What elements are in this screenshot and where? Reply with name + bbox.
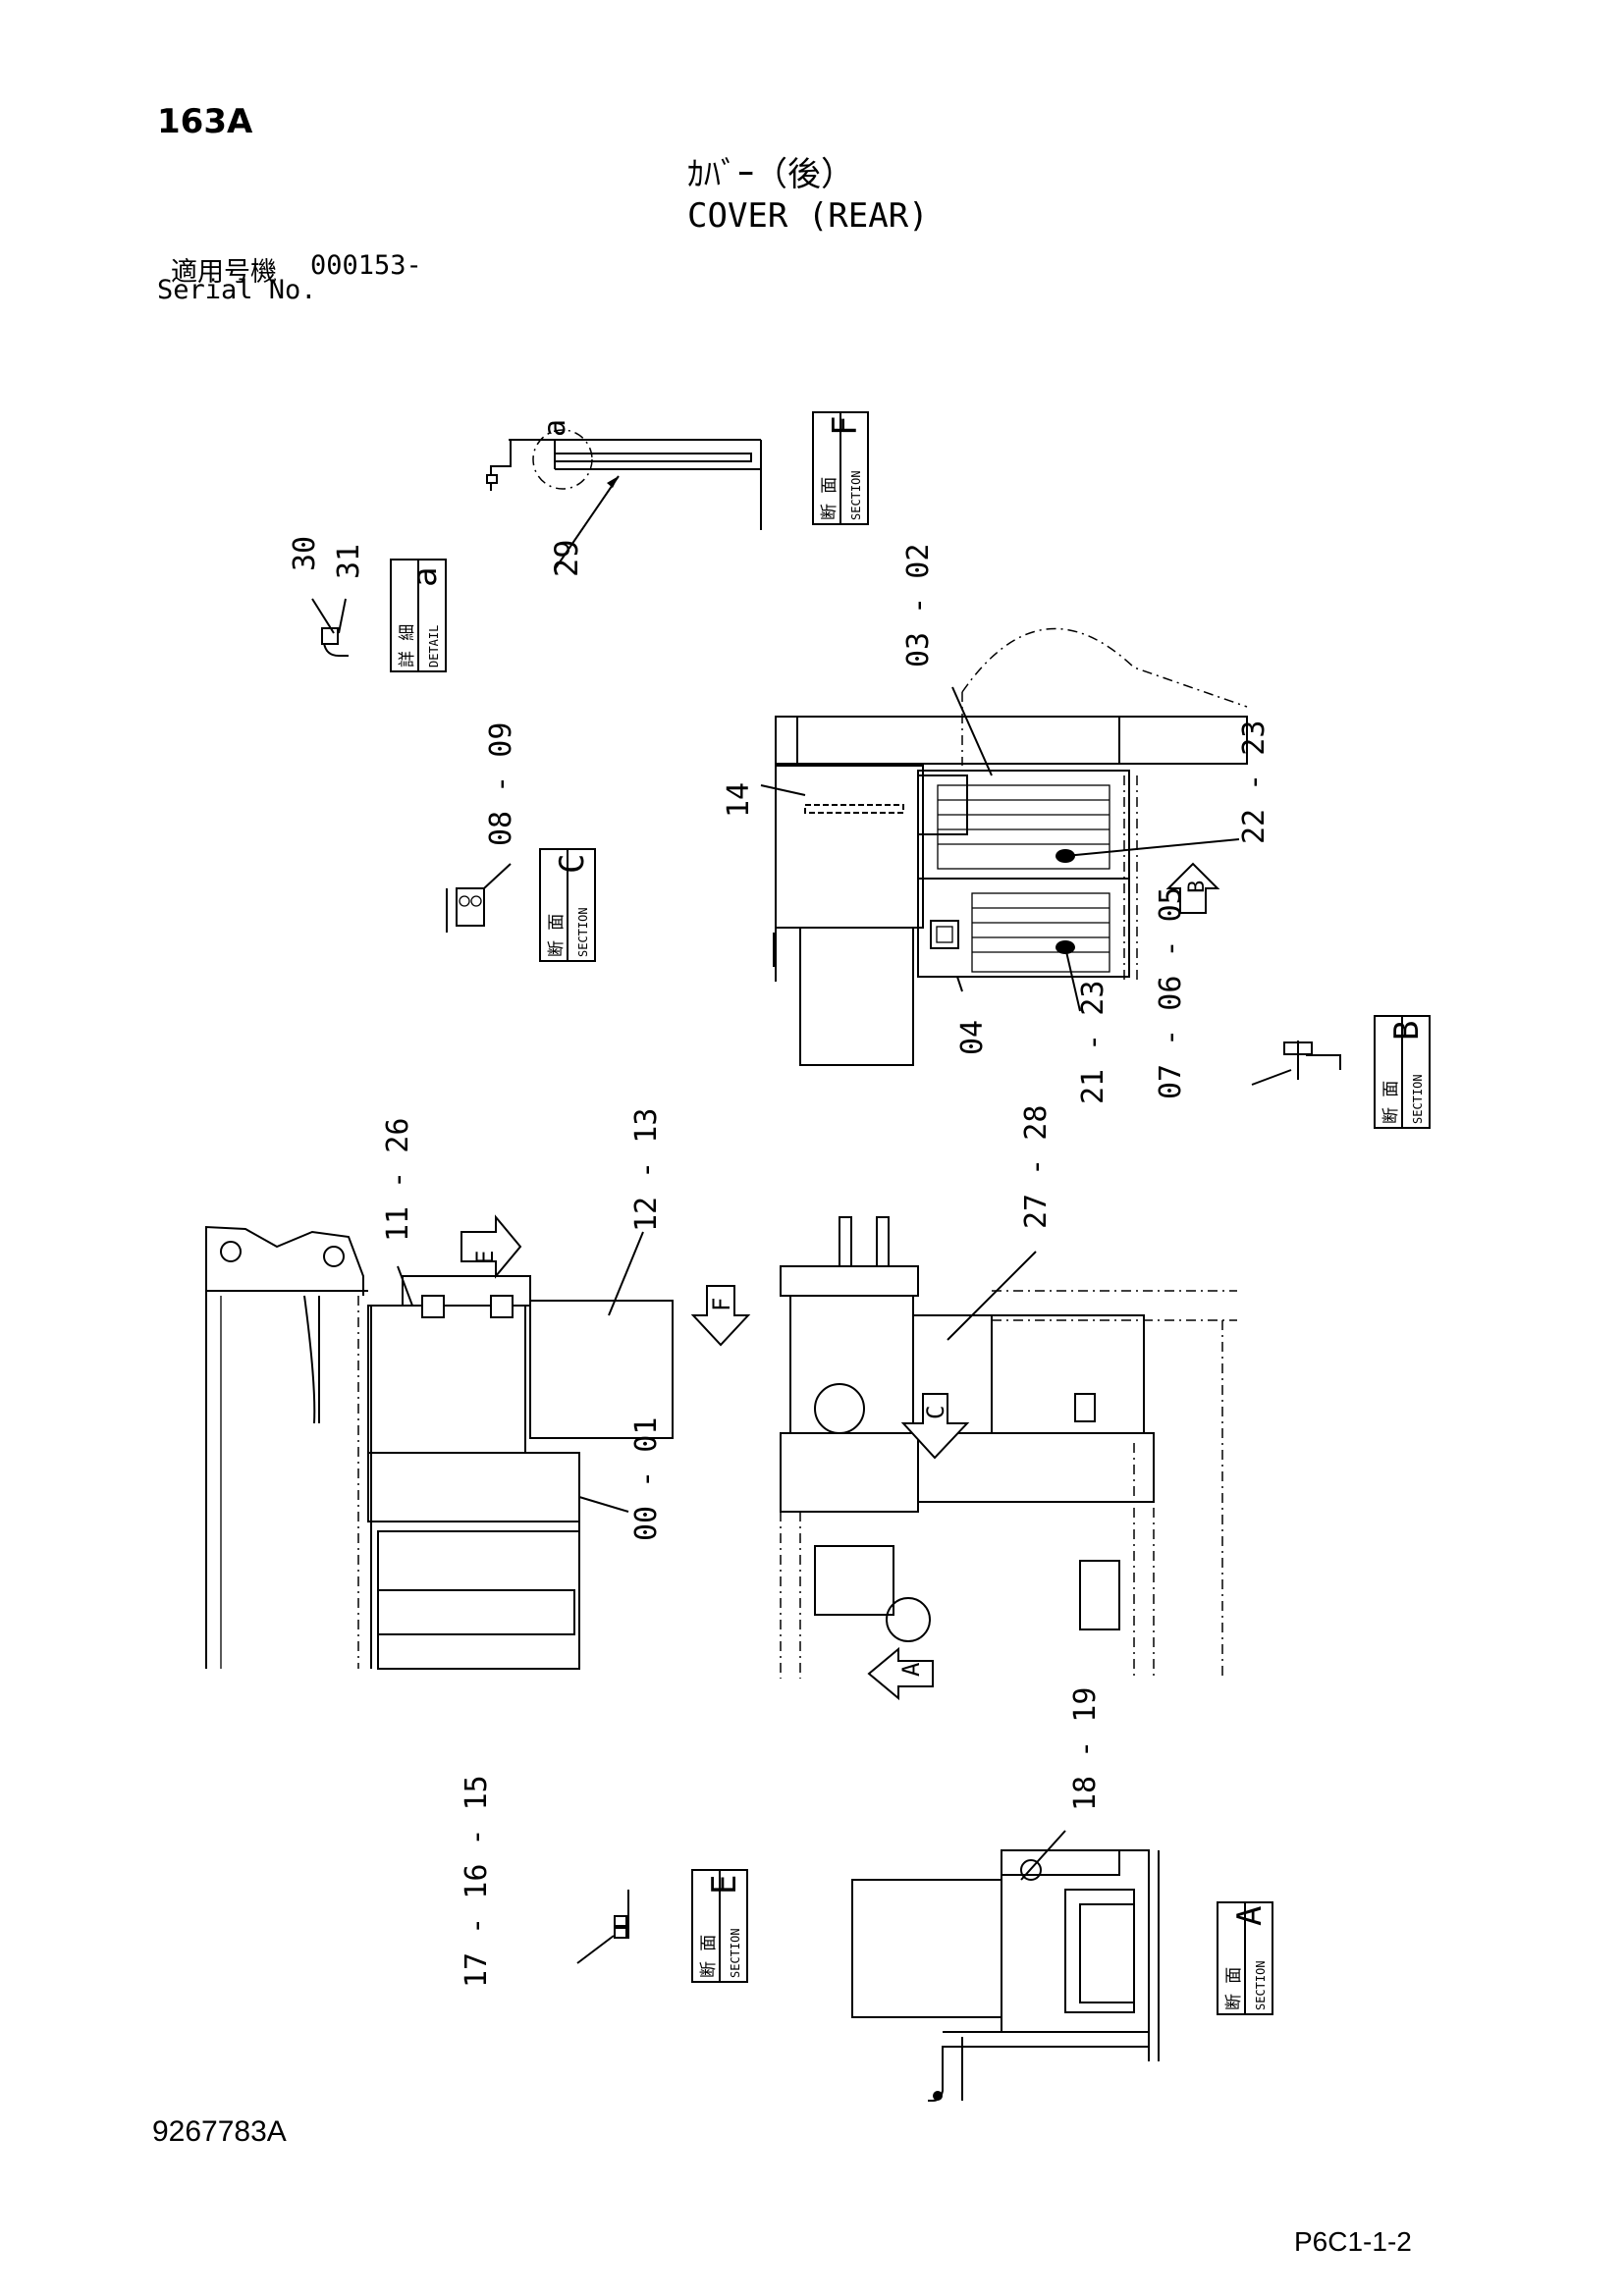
serial-number-value: 000153- [310, 250, 422, 281]
section-tag-b-jp: 断 面 [1381, 1081, 1401, 1124]
section-tag-f-jp: 断 面 [820, 477, 839, 520]
section-tag-f: F 断 面 SECTION [812, 411, 869, 525]
callout-29: 29 [548, 539, 585, 577]
section-tag-a-letter: A [1230, 1906, 1270, 1926]
section-tag-c-letter: C [553, 854, 592, 874]
drawing-number: 9267783A [152, 2115, 287, 2148]
section-tag-b: B 断 面 SECTION [1374, 1015, 1431, 1129]
view-arrow-a: A [867, 1646, 934, 1701]
view-arrow-f-letter: F [708, 1298, 735, 1311]
section-tag-c-word: SECTION [576, 907, 590, 957]
section-b-view [1251, 1041, 1341, 1086]
callout-11-26: 11 - 26 [381, 1118, 415, 1242]
detail-tag-a-word: DETAIL [427, 625, 441, 667]
section-tag-b-word: SECTION [1411, 1074, 1425, 1124]
side-view-left [205, 1225, 674, 1670]
serial-label-english: Serial No. [157, 275, 317, 305]
detail-tag-a-letter: a [406, 567, 445, 587]
section-tag-a-word: SECTION [1254, 1960, 1268, 2010]
section-tag-e-jp: 断 面 [699, 1935, 719, 1978]
callout-21-23: 21 - 23 [1076, 981, 1110, 1104]
view-arrow-f: F [690, 1285, 751, 1347]
callout-04: 04 [955, 1020, 990, 1055]
section-tag-a-jp: 断 面 [1224, 1967, 1244, 2010]
view-arrow-a-letter: A [897, 1662, 925, 1677]
callout-31: 31 [332, 544, 366, 579]
callout-22-23: 22 - 23 [1237, 721, 1272, 844]
detail-tag-a: a 詳 細 DETAIL [390, 559, 447, 672]
section-tag-f-letter: F [826, 416, 865, 436]
callout-12-13: 12 - 13 [629, 1108, 664, 1232]
detail-a-view [311, 598, 349, 657]
view-arrow-e: E [460, 1214, 522, 1279]
callout-03-02: 03 - 02 [901, 544, 936, 667]
detail-tag-a-jp: 詳 細 [398, 624, 417, 667]
view-arrow-c-letter: C [922, 1406, 949, 1419]
callout-14: 14 [722, 782, 756, 818]
view-arrow-b-letter: B [1185, 881, 1210, 893]
callout-18-19: 18 - 19 [1068, 1687, 1103, 1811]
detail-a-circle-label: a [538, 419, 572, 437]
callout-17-16-15: 17 - 16 - 15 [460, 1775, 494, 1988]
section-tag-b-letter: B [1387, 1021, 1427, 1041]
section-f-view [486, 429, 762, 570]
title-english: COVER (REAR) [687, 196, 929, 236]
callout-27-28: 27 - 28 [1019, 1105, 1054, 1229]
section-tag-e-word: SECTION [729, 1928, 742, 1978]
serial-label-japanese: 適用号機 [171, 257, 277, 288]
callout-07-06-05: 07 - 06 - 05 [1154, 886, 1188, 1099]
callout-30: 30 [288, 536, 322, 571]
section-tag-f-word: SECTION [849, 470, 863, 520]
view-arrow-e-letter: E [471, 1251, 499, 1264]
rear-cover-top-view [760, 627, 1248, 1066]
side-view-right [780, 1216, 1237, 1679]
page-code: P6C1-1-2 [1294, 2226, 1412, 2257]
title-japanese: ｶﾊﾞｰ（後） [687, 155, 854, 194]
section-a-view [851, 1830, 1160, 2102]
sheet-id: 163A [157, 102, 253, 141]
section-e-view [576, 1890, 629, 1964]
callout-00-01: 00 - 01 [629, 1417, 664, 1541]
section-tag-a: A 断 面 SECTION [1217, 1901, 1273, 2015]
section-tag-e: E 断 面 SECTION [691, 1869, 748, 1983]
view-arrow-b: B [1165, 862, 1220, 914]
section-tag-c-jp: 断 面 [547, 914, 567, 957]
view-arrow-c: C [900, 1393, 970, 1460]
section-tag-c: C 断 面 SECTION [539, 848, 596, 962]
section-tag-e-letter: E [705, 1875, 744, 1895]
callout-08-09: 08 - 09 [484, 722, 518, 846]
section-c-view [446, 863, 512, 933]
